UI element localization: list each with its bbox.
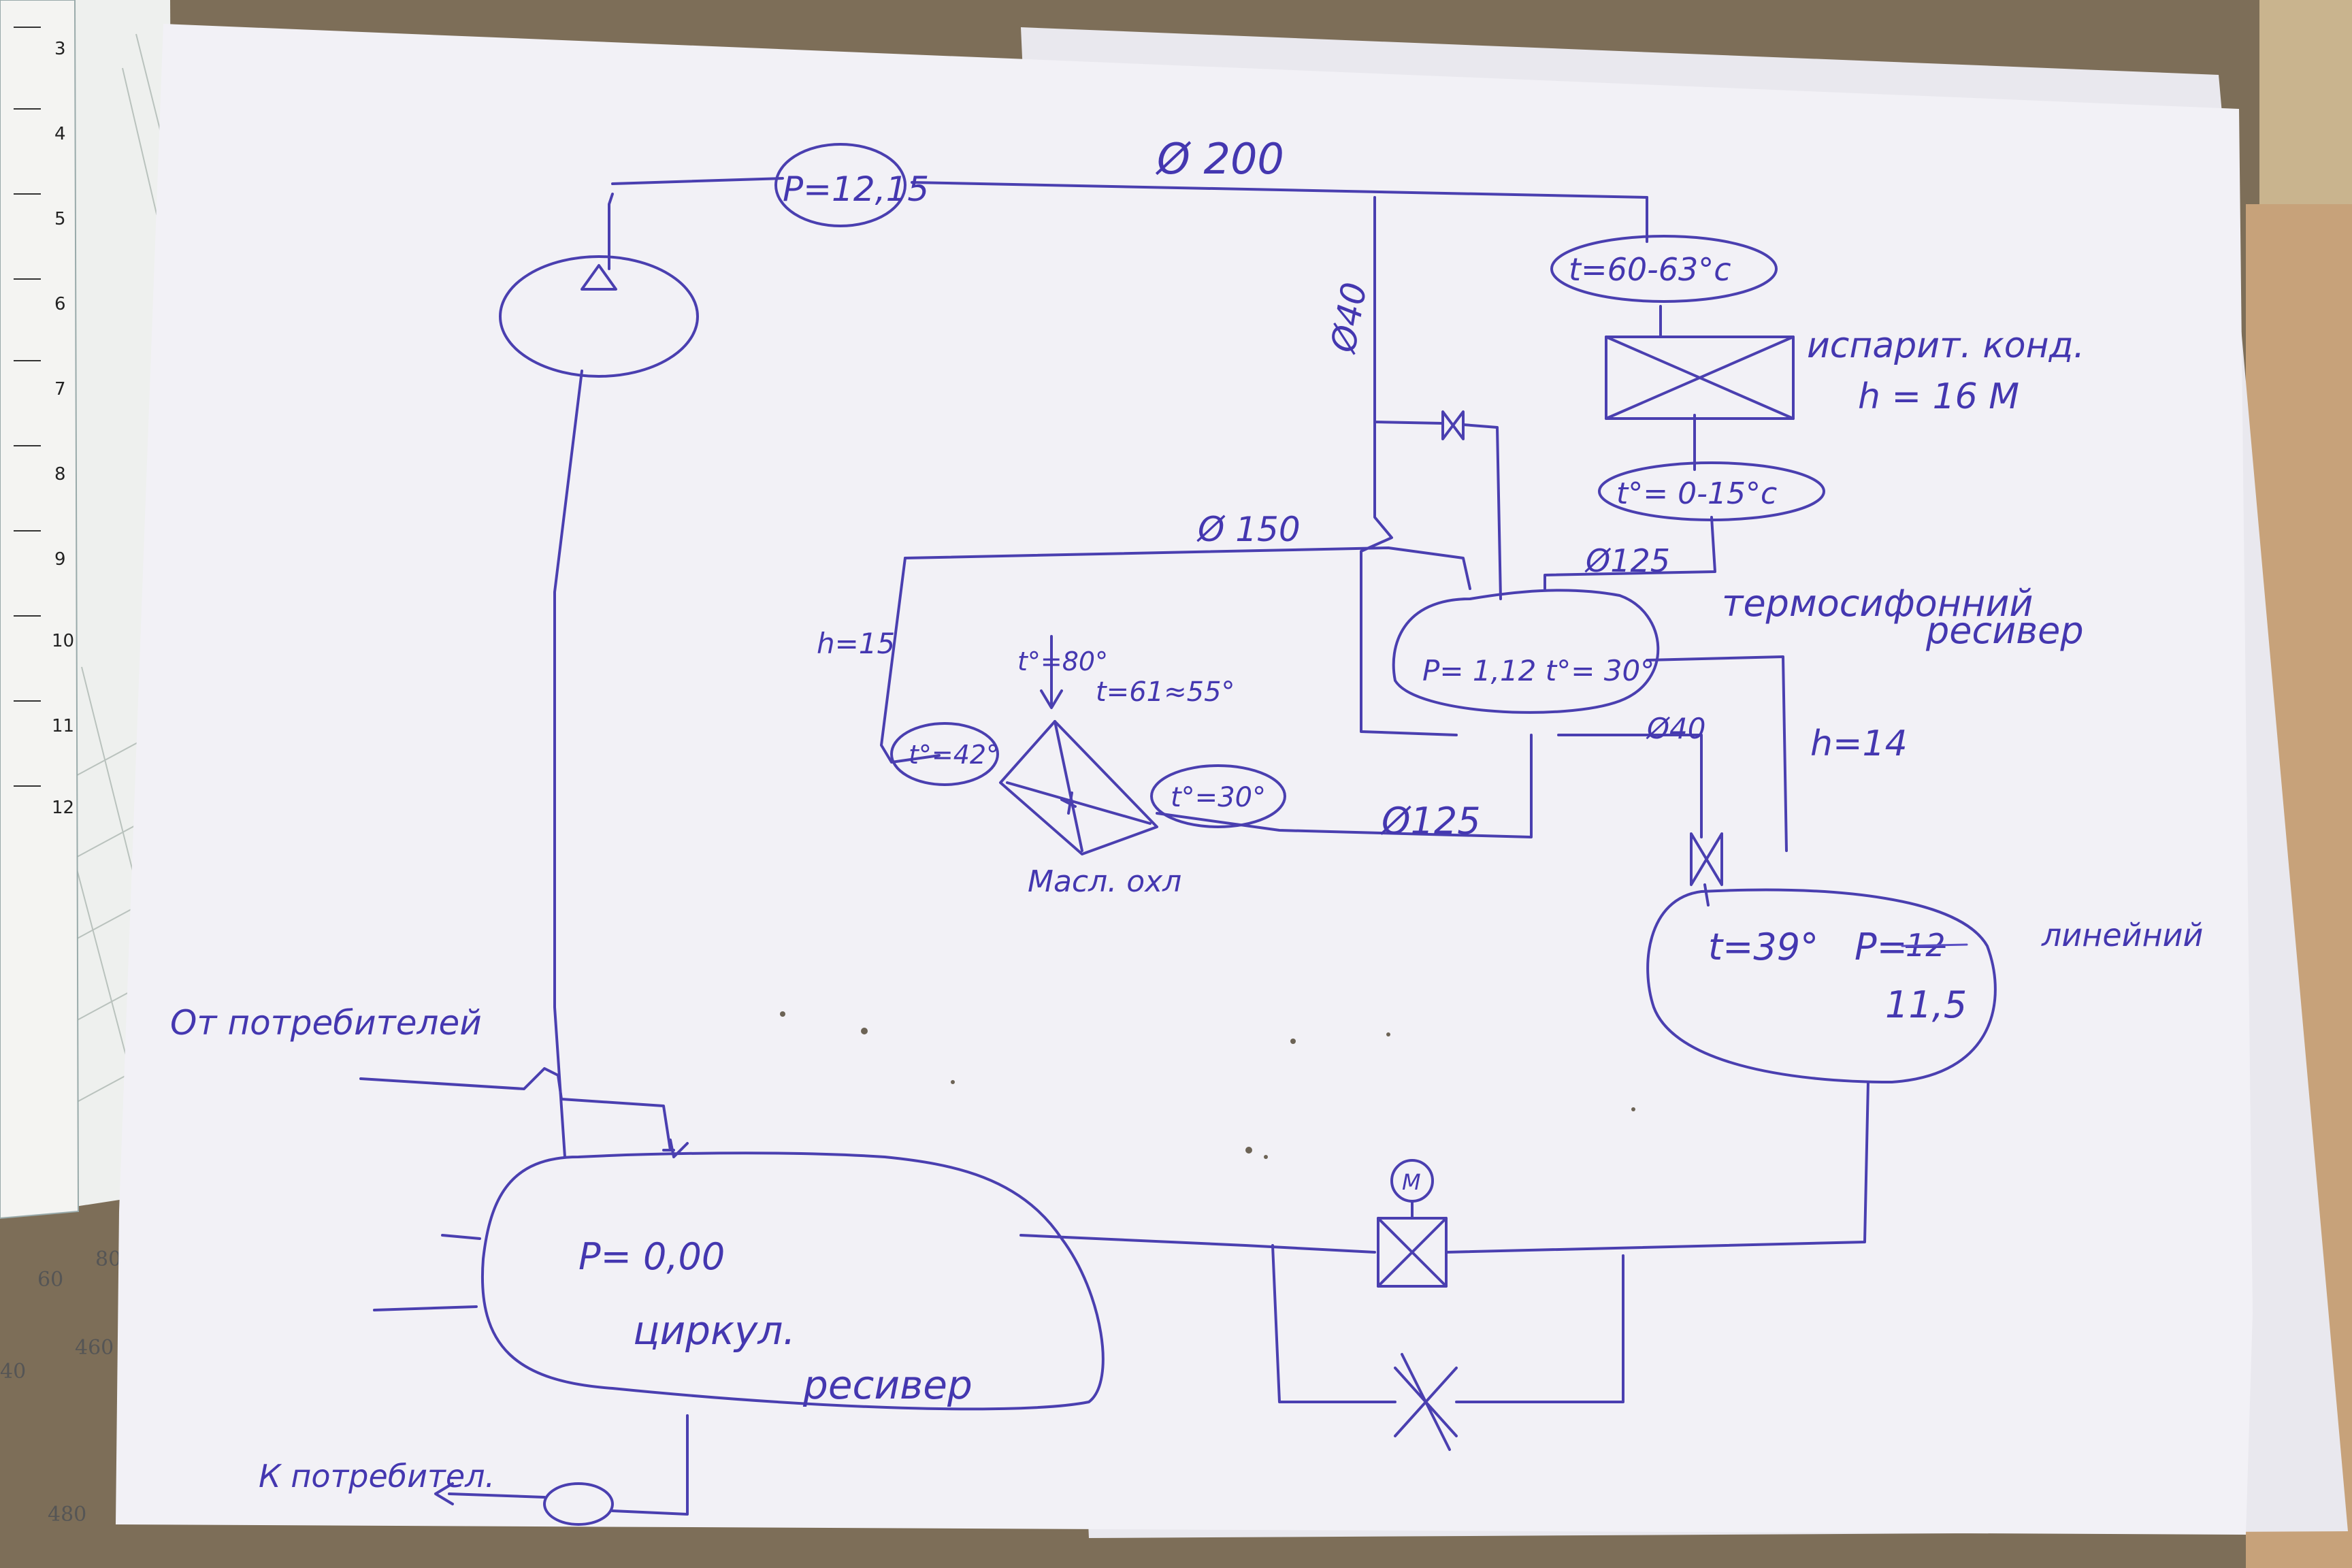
ruler-strip [0, 0, 78, 1218]
label-thermosiphon-2: ресивер [1925, 609, 2084, 652]
ruler-4: 4 [54, 124, 66, 144]
ruler-8: 8 [54, 464, 66, 485]
ruler-3: 3 [54, 39, 66, 59]
label-linear-t: t=39° [1708, 926, 1818, 968]
label-h15: h=15 [817, 627, 895, 660]
label-t-cold: t°= 0-15°c [1616, 476, 1777, 511]
label-linear: линейний [2041, 917, 2203, 953]
label-linear-p: P= [1855, 926, 1908, 968]
label-t30: t°=30° [1171, 782, 1266, 813]
scale-80: 80 [95, 1247, 121, 1271]
ruler-9: 9 [54, 549, 66, 570]
label-t-hot: t=60-63°c [1569, 251, 1731, 288]
label-h14: h=14 [1810, 723, 1908, 764]
label-d125-top: Ø125 [1584, 542, 1670, 579]
scale-60: 60 [37, 1268, 63, 1292]
scale-460: 460 [75, 1336, 114, 1360]
label-t-out: t=61≈55° [1096, 676, 1235, 708]
label-d40-right: Ø40 [1646, 712, 1706, 745]
label-circ-2: ресивер [802, 1362, 973, 1408]
label-linear-p-value: 11,5 [1885, 983, 1967, 1026]
scale-40: 40 [0, 1360, 26, 1384]
label-t-in: t°=80° [1017, 647, 1108, 676]
label-circ-p: P= 0,00 [578, 1235, 725, 1278]
ruler-6: 6 [54, 294, 66, 314]
ruler-11: 11 [52, 716, 74, 736]
ruler-12: 12 [52, 798, 74, 818]
label-thermosiphon-inside: P= 1,12 t°= 30° [1422, 654, 1654, 687]
scale-480: 480 [48, 1503, 86, 1526]
label-oil-cooler: Масл. охл [1028, 864, 1181, 899]
label-from-consumers: От потребителей [170, 1003, 482, 1043]
label-condenser: испарит. конд. [1807, 325, 2085, 366]
ruler-5: 5 [54, 209, 66, 229]
label-d125-bottom: Ø125 [1380, 800, 1481, 843]
label-d150: Ø 150 [1196, 510, 1301, 549]
label-h16: h = 16 М [1858, 376, 2019, 417]
strike-mark [1902, 945, 1967, 946]
label-d200: Ø 200 [1155, 134, 1284, 184]
label-to-consumers: К потребител. [259, 1458, 495, 1494]
label-motor: М [1402, 1169, 1421, 1195]
label-t42: t°=42° [909, 740, 999, 770]
label-p-top: P=12,15 [783, 169, 929, 209]
label-circ-1: циркул. [633, 1307, 796, 1354]
ruler-7: 7 [54, 379, 66, 399]
ruler-10: 10 [52, 631, 74, 651]
